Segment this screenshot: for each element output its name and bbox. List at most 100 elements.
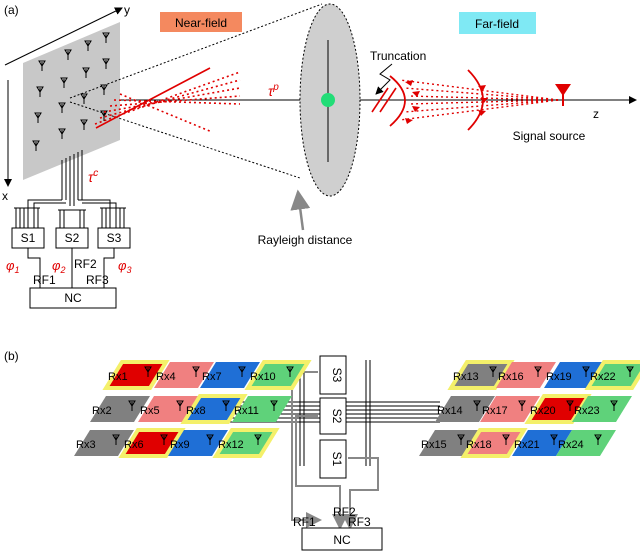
panel-b-label: (b) — [4, 349, 19, 363]
rx-tile: Rx9 — [168, 430, 228, 456]
phi-2-label: φ2 — [52, 258, 66, 275]
rx-tile-shape — [480, 396, 540, 422]
rx-tile-shape — [180, 394, 248, 424]
rayleigh-arrow — [290, 189, 311, 231]
rx-tile: Rx6 — [118, 428, 186, 458]
rx-label: Rx3 — [76, 439, 96, 451]
rx-tile: Rx12 — [212, 428, 280, 458]
rx-label: Rx13 — [453, 371, 479, 383]
focus-point — [321, 93, 335, 107]
far-field-badge — [459, 12, 536, 34]
rx-label: Rx18 — [466, 439, 492, 451]
rx-label: Rx9 — [170, 439, 190, 451]
rx-tile-shape — [544, 362, 604, 388]
rx-tile-shape — [118, 428, 186, 458]
y-axis-label: y — [124, 3, 130, 17]
x-axis-label: x — [2, 189, 8, 203]
switch-label: S2 — [330, 409, 344, 424]
rx-tile: Rx10 — [244, 360, 312, 390]
rx-label: Rx19 — [546, 371, 572, 383]
source-antenna-icon — [555, 84, 571, 106]
nc-label: NC — [333, 533, 351, 547]
rf-label: RF2 — [333, 505, 356, 519]
switch-box-s2-b — [319, 397, 347, 435]
rx-tile: Rx2 — [90, 396, 150, 422]
rx-label: Rx24 — [558, 439, 584, 451]
rx-tile: Rx13 — [447, 360, 515, 390]
rx-label: Rx10 — [250, 371, 276, 383]
truncation-mark — [371, 87, 389, 113]
rx-tile-shape — [419, 430, 479, 456]
rx-label: Rx7 — [202, 371, 222, 383]
rx-label: Rx8 — [186, 405, 206, 417]
rx-tile: Rx8 — [180, 394, 248, 424]
rx-tile: Rx1 — [102, 360, 170, 390]
switch-box-s3-b — [319, 355, 347, 395]
nc-box-a — [29, 287, 117, 309]
rx-label: Rx17 — [482, 405, 508, 417]
rx-tile: Rx22 — [584, 360, 640, 390]
cone-edge-upper — [69, 3, 323, 99]
rx-tile: Rx15 — [419, 430, 479, 456]
rx-label: Rx16 — [498, 371, 524, 383]
rx-label: Rx15 — [421, 439, 447, 451]
switch-label: S1 — [21, 231, 36, 245]
rx-tile: Rx3 — [74, 430, 134, 456]
rx-label: Rx21 — [514, 439, 540, 451]
rf-label: RF3 — [86, 273, 109, 287]
rx-label: Rx23 — [574, 405, 600, 417]
phi-1-label: φ1 — [6, 258, 20, 275]
far-field-label: Far-field — [475, 17, 519, 31]
panel-b: (b) S3 S2 S1 NC RF1 RF2 — [4, 349, 640, 551]
rx-label: Rx4 — [156, 371, 176, 383]
rx-tile: Rx5 — [138, 396, 198, 422]
phi-3-label: φ3 — [118, 258, 132, 275]
rx-tile-shape — [138, 396, 198, 422]
rx-tile-shape — [556, 430, 616, 456]
near-field-wavefront — [95, 67, 211, 129]
tau-p-label: τp — [268, 82, 279, 99]
near-field-label: Near-field — [175, 16, 227, 30]
rx-array-right: Rx13Rx14Rx15Rx16Rx17Rx18Rx19Rx20Rx21Rx22… — [419, 360, 640, 458]
rx-tile: Rx18 — [460, 428, 528, 458]
rx-tile-shape — [496, 362, 556, 388]
rx-tile: Rx19 — [544, 362, 604, 388]
rx-tile-shape — [460, 428, 528, 458]
cone-edge-lower — [69, 101, 301, 179]
rx-tile-shape — [435, 396, 495, 422]
switch-label: S3 — [107, 231, 122, 245]
rx-tile: Rx4 — [154, 362, 214, 388]
rx-tile-shape — [154, 362, 214, 388]
rx-tile-shape — [200, 362, 260, 388]
rx-tile-shape — [447, 360, 515, 390]
near-field-badge — [160, 12, 242, 32]
rx-tile: Rx17 — [480, 396, 540, 422]
tau-c-label: τc — [88, 168, 98, 185]
rx-tile: Rx11 — [232, 396, 292, 422]
nc-box-b — [301, 527, 383, 551]
rx-tile-shape — [512, 430, 572, 456]
rx-label: Rx6 — [124, 439, 144, 451]
rx-label: Rx12 — [218, 439, 244, 451]
rx-tile-shape — [90, 396, 150, 422]
array-cables — [14, 150, 126, 228]
rx-tile: Rx7 — [200, 362, 260, 388]
rx-tile-shape — [212, 428, 280, 458]
rx-label: Rx5 — [140, 405, 160, 417]
rayleigh-label: Rayleigh distance — [258, 233, 353, 247]
rx-label: Rx22 — [590, 371, 616, 383]
rx-tile-shape — [244, 360, 312, 390]
rx-label: Rx1 — [108, 371, 128, 383]
panel-a-label: (a) — [4, 3, 19, 17]
signal-source-label: Signal source — [513, 129, 586, 143]
rf-feed-lines — [291, 371, 379, 530]
rx-tile-shape — [584, 360, 640, 390]
rx-tile-shape — [102, 360, 170, 390]
rx-tile: Rx21 — [512, 430, 572, 456]
z-axis-label: z — [593, 107, 599, 121]
rf-label: RF2 — [74, 257, 97, 271]
switch-label: S3 — [330, 368, 344, 383]
rx-tile: Rx24 — [556, 430, 616, 456]
rx-tile-shape — [168, 430, 228, 456]
